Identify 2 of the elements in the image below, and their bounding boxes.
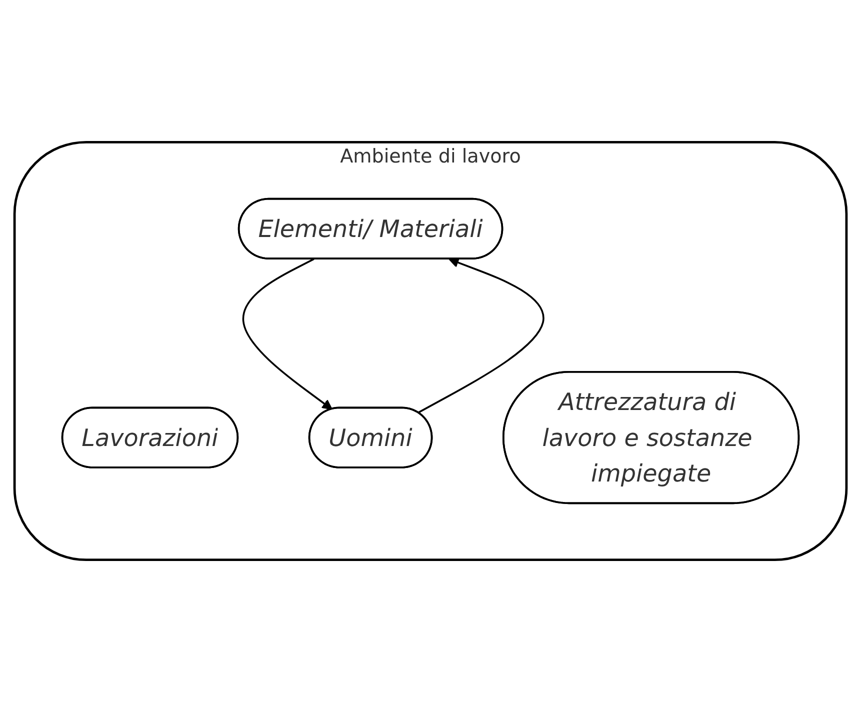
arrow	[418, 258, 544, 414]
arrow	[242, 258, 332, 410]
